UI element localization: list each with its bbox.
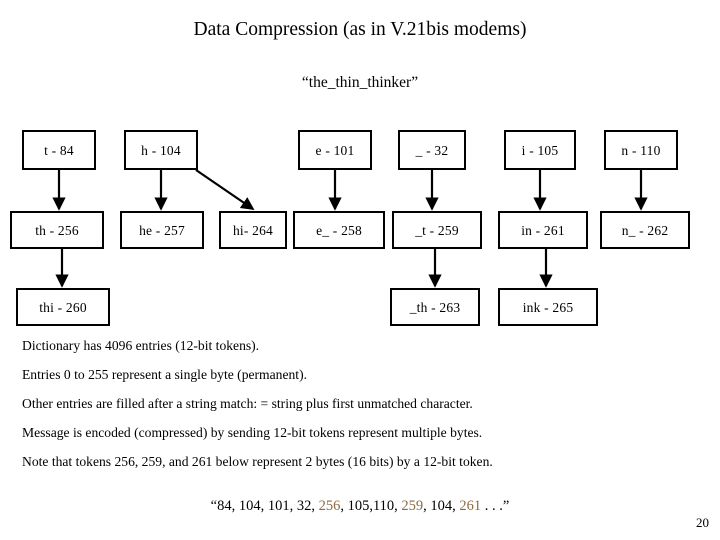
dictionary-entry-box: he - 257 — [120, 211, 204, 249]
token-plain: 84, 104, 101, 32, — [217, 498, 319, 514]
dictionary-entry-box: thi - 260 — [16, 288, 110, 326]
dictionary-entry-box: e_ - 258 — [293, 211, 385, 249]
dictionary-entry-box: hi- 264 — [219, 211, 287, 249]
token-highlight: 256 — [318, 498, 341, 514]
token-open-quote: “ — [210, 498, 218, 514]
page-title: Data Compression (as in V.21bis modems) — [193, 19, 527, 40]
dictionary-entry-box: th - 256 — [10, 211, 104, 249]
dictionary-entry-box: _t - 259 — [392, 211, 482, 249]
bullet-line: Other entries are filled after a string … — [22, 396, 473, 411]
page-number: 20 — [696, 515, 709, 530]
dictionary-entry-box: e - 101 — [298, 130, 372, 170]
dictionary-entry-box: h - 104 — [124, 130, 198, 170]
dictionary-entry-box: i - 105 — [504, 130, 576, 170]
arrow-h104-to-hi264 — [195, 169, 255, 210]
encoded-token-stream: “84, 104, 101, 32, 256, 105,110, 259, 10… — [0, 497, 720, 515]
bullet-line: Entries 0 to 255 represent a single byte… — [22, 367, 307, 382]
dictionary-entry-box: n - 110 — [604, 130, 678, 170]
dictionary-entry-box: n_ - 262 — [600, 211, 690, 249]
token-plain: . . . — [481, 498, 503, 514]
bullet-line: Note that tokens 256, 259, and 261 below… — [22, 454, 493, 469]
dictionary-entry-box: ink - 265 — [498, 288, 598, 326]
token-plain: , 104, — [423, 498, 460, 514]
token-close-quote: ” — [502, 498, 510, 514]
dictionary-entry-box: in - 261 — [498, 211, 588, 249]
dictionary-entry-box: t - 84 — [22, 130, 96, 170]
token-highlight: 259 — [401, 498, 424, 514]
bullet-line: Message is encoded (compressed) by sendi… — [22, 425, 483, 440]
token-highlight: 261 — [459, 498, 482, 514]
token-plain: , 105,110, — [340, 498, 402, 514]
bullet-line: Dictionary has 4096 entries (12-bit toke… — [22, 338, 260, 353]
dictionary-entry-box: _ - 32 — [398, 130, 466, 170]
example-string-subtitle: “the_thin_thinker” — [301, 74, 419, 91]
dictionary-entry-box: _th - 263 — [390, 288, 480, 326]
explanatory-bullet-list: Dictionary has 4096 entries (12-bit toke… — [22, 338, 698, 483]
